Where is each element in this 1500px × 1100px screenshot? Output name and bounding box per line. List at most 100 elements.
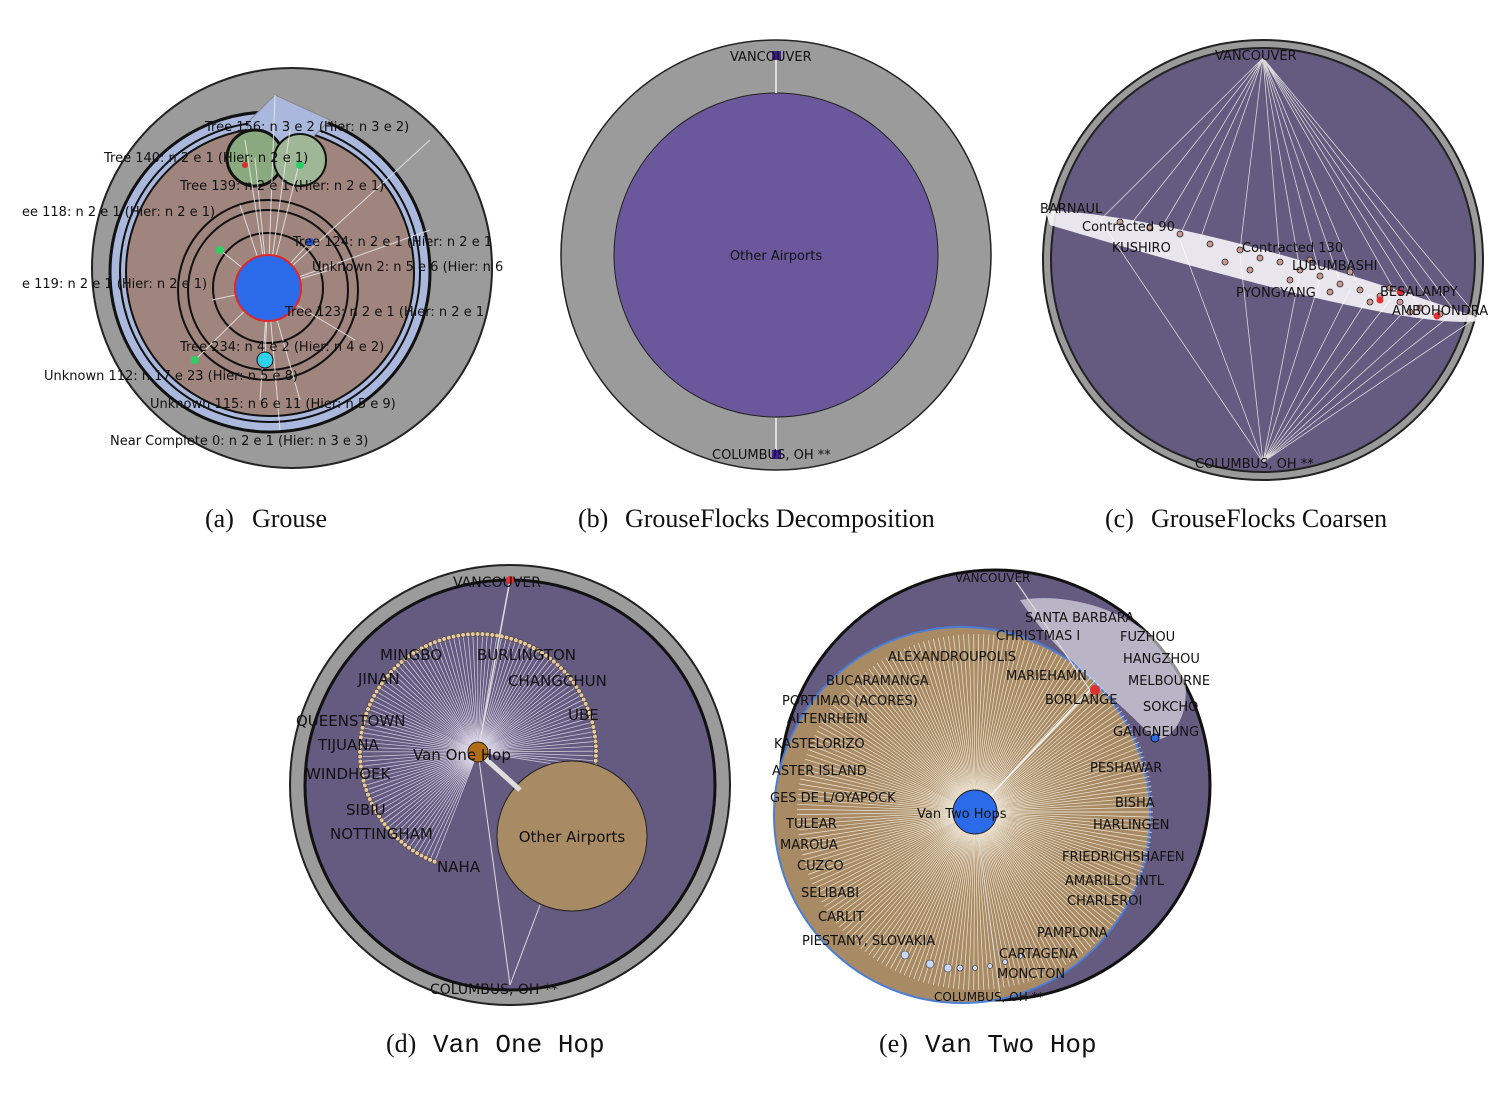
fan-edge <box>798 788 976 813</box>
fan-edge <box>849 685 976 813</box>
green-node <box>216 246 224 254</box>
fan-node <box>357 744 363 750</box>
fan-edge <box>467 634 479 753</box>
inner-ring-2 <box>187 209 349 371</box>
fan-edge <box>360 751 479 762</box>
fan-edge <box>448 637 479 753</box>
fan-node <box>503 634 510 641</box>
fan-edge <box>947 635 976 813</box>
columbus-node <box>772 450 781 459</box>
two-hop-hub-node <box>952 789 998 835</box>
fan-node <box>382 821 388 827</box>
fan-edge <box>974 637 1010 813</box>
fan-edge <box>974 811 1143 873</box>
fan-edge <box>477 751 596 757</box>
fan-node <box>593 748 599 754</box>
label-tree-139: Tree 139: n 2 e 1 (Hier: n 2 e 1) <box>179 179 384 194</box>
city-label: CUZCO <box>797 859 844 874</box>
fan-edge <box>477 641 521 753</box>
fan-edge <box>477 726 594 753</box>
fan-edge <box>371 699 479 753</box>
caption-b-tag: (b) <box>578 504 608 533</box>
fan-edge <box>477 741 596 753</box>
fan-node <box>410 650 416 656</box>
city-label: CHRISTMAS I <box>996 629 1080 644</box>
fan-edge <box>803 763 976 813</box>
edge-vancouver <box>477 579 511 753</box>
fan-node <box>358 734 364 740</box>
fan-edge <box>477 658 551 753</box>
fan-edge <box>366 713 479 753</box>
fan-edge <box>835 700 976 813</box>
fan-edge <box>364 717 479 753</box>
fan-edge <box>376 691 479 753</box>
fan-node <box>363 787 369 793</box>
fan-edge <box>947 811 976 989</box>
fan-edge <box>823 717 976 813</box>
fan-edge <box>803 811 976 861</box>
fan-node <box>382 677 388 683</box>
fan-node <box>588 714 594 721</box>
fan-edge <box>360 751 479 758</box>
fan-edge <box>477 736 596 753</box>
fan-edge <box>816 811 976 894</box>
fan-edge <box>394 668 479 753</box>
fan-node <box>362 782 368 788</box>
edge-columbus-2 <box>509 904 541 986</box>
fan-edge <box>918 811 976 981</box>
fan-edge <box>814 735 976 813</box>
fan-edge <box>434 642 479 753</box>
fan-edge <box>821 811 976 903</box>
label-columbus: COLUMBUS, OH ** <box>934 990 1044 1004</box>
fan-edge <box>974 781 1151 813</box>
fan-node <box>522 641 528 647</box>
two-hop-fan <box>796 633 1153 991</box>
fan-edge <box>973 633 976 813</box>
fan-edge <box>974 634 985 813</box>
fan-edge <box>942 636 976 813</box>
fan-edge <box>439 640 479 753</box>
label-near-complete-0: Near Complete 0: n 2 e 1 (Hier: n 3 e 3) <box>110 434 368 449</box>
fan-edge <box>425 645 479 753</box>
city-label: PIESTANY, SLOVAKIA <box>802 934 935 949</box>
fan-edge <box>974 811 1096 944</box>
fan-node <box>414 850 420 856</box>
fan-edge <box>974 811 1146 863</box>
fan-edge <box>361 751 479 772</box>
fan-edge <box>804 811 976 866</box>
fan-edge <box>877 811 976 961</box>
fan-edge <box>974 811 1153 828</box>
fan-edge <box>477 634 493 753</box>
label-other-airports: Other Airports <box>519 828 626 846</box>
label-other-airports: Other Airports <box>730 249 823 264</box>
fan-edge <box>369 704 479 753</box>
fan-edge <box>413 653 479 753</box>
fan-edge <box>477 664 558 753</box>
fan-edge <box>379 687 479 753</box>
fan-edge <box>899 811 976 974</box>
fan-node <box>554 662 561 668</box>
fan-edge <box>801 773 976 813</box>
fan-node <box>359 729 365 736</box>
fan-node <box>379 817 385 823</box>
fan-edge <box>974 811 1141 878</box>
fan-edge <box>974 771 1149 813</box>
fan-edge <box>397 751 479 839</box>
city-label: MAROUA <box>780 838 838 853</box>
fan-edge <box>802 768 976 813</box>
fan-edge <box>872 665 976 813</box>
fan-edge <box>974 643 1035 813</box>
fan-edge <box>974 811 1149 853</box>
fan-edge <box>974 638 1015 813</box>
fan-edge <box>360 746 479 753</box>
fan-edge <box>974 811 1137 887</box>
one-hop-fan <box>357 631 599 865</box>
fan-edge <box>408 751 479 848</box>
fan-edge <box>974 702 1116 813</box>
panel-d-van-one-hop: VANCOUVER Van One Hop Other Airports COL… <box>289 564 731 1060</box>
label-vancouver: VANCOUVER <box>1215 49 1297 64</box>
fan-node <box>446 635 452 641</box>
fan-edge <box>974 811 1035 981</box>
city-label: NAHA <box>437 858 481 876</box>
city-label: QUEENSTOWN <box>296 712 406 730</box>
